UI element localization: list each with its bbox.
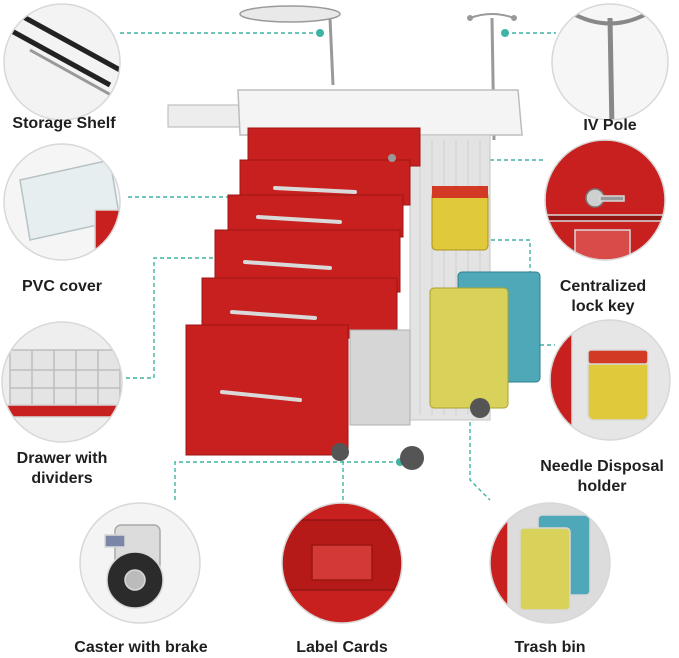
label-cards-label: Label Cards	[296, 639, 388, 656]
detail-trash-bin	[490, 503, 610, 623]
needle-label-line1: Needle Disposal	[540, 458, 664, 475]
detail-storage-shelf	[4, 4, 120, 120]
trash-bin-label: Trash bin	[514, 639, 586, 656]
detail-pvc-cover	[4, 144, 120, 260]
lock-key-label: Centralized lock key	[548, 277, 658, 317]
trash-bins	[429, 271, 541, 409]
pvc-cover-label: PVC cover	[21, 278, 103, 295]
iv-pole-label: IV Pole	[583, 117, 637, 134]
detail-drawer-dividers	[2, 322, 122, 442]
drawer-label-line2: dividers	[31, 470, 93, 487]
top-tray	[239, 5, 341, 86]
detail-label-cards	[282, 503, 402, 623]
cart-body	[167, 89, 523, 456]
needle-box	[431, 186, 489, 251]
drawer-label: Drawer with dividers	[0, 449, 124, 489]
caster-label: Caster with brake	[74, 639, 208, 656]
needle-label: Needle Disposal holder	[532, 457, 672, 497]
casters	[331, 398, 490, 470]
drawer-label-line1: Drawer with	[16, 450, 108, 467]
storage-shelf-label: Storage Shelf	[12, 115, 116, 132]
needle-label-line2: holder	[577, 478, 627, 495]
lock-key-label-line2: lock key	[571, 298, 635, 315]
detail-needle-holder	[550, 320, 670, 440]
lock-key-label-line1: Centralized	[559, 278, 647, 295]
detail-caster	[80, 503, 200, 623]
detail-lock-key	[545, 140, 665, 260]
detail-iv-pole	[552, 4, 668, 120]
